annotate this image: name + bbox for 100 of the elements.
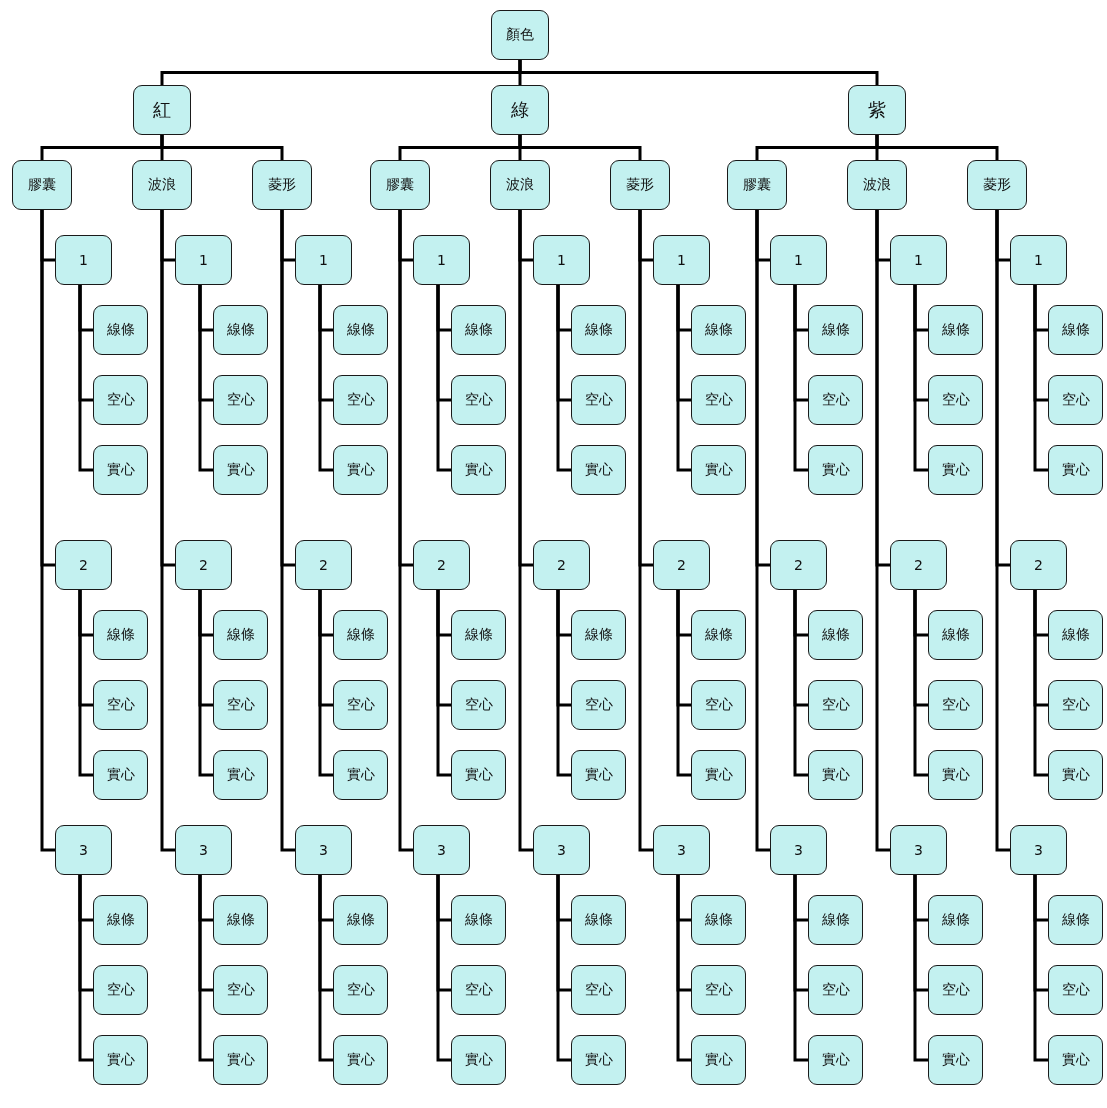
tree-box: 線條	[451, 305, 506, 355]
connector-line	[78, 875, 93, 1062]
tree-box: 2	[653, 540, 710, 590]
tree-box: 實心	[691, 445, 746, 495]
tree-box: 2	[1010, 540, 1067, 590]
connector-line	[518, 210, 533, 852]
tree-box: 實心	[93, 445, 148, 495]
connector-line	[913, 875, 928, 1062]
tree-box: 3	[890, 825, 947, 875]
connector-line	[556, 285, 571, 472]
tree-box: 線條	[928, 895, 983, 945]
tree-box: 線條	[1048, 305, 1103, 355]
tree-box: 線條	[571, 305, 626, 355]
tree-box: 2	[533, 540, 590, 590]
tree-box: 2	[770, 540, 827, 590]
connector-line	[1033, 875, 1048, 1062]
tree-box: 線條	[1048, 895, 1103, 945]
tree-box: 空心	[451, 965, 506, 1015]
tree-box: 紫	[848, 85, 906, 135]
tree-box: 3	[770, 825, 827, 875]
connector-line	[436, 875, 451, 1062]
connector-line	[518, 135, 642, 160]
tree-box: 線條	[93, 895, 148, 945]
tree-box: 膠囊	[727, 160, 787, 210]
connector-line	[318, 590, 333, 777]
connector-line	[198, 285, 213, 472]
tree-box: 實心	[571, 750, 626, 800]
tree-box: 菱形	[252, 160, 312, 210]
tree-box: 空心	[808, 965, 863, 1015]
tree-box: 紅	[133, 85, 191, 135]
tree-box: 實心	[93, 1035, 148, 1085]
connector-line	[676, 285, 691, 472]
tree-box: 空心	[691, 965, 746, 1015]
connector-line	[556, 875, 571, 1062]
tree-box: 1	[175, 235, 232, 285]
tree-box: 實心	[571, 445, 626, 495]
tree-box: 線條	[333, 305, 388, 355]
connector-line	[280, 210, 295, 852]
connector-line	[793, 875, 808, 1062]
tree-box: 線條	[1048, 610, 1103, 660]
tree-box: 實心	[1048, 1035, 1103, 1085]
tree-box: 波浪	[490, 160, 550, 210]
tree-box: 線條	[808, 305, 863, 355]
connector-line	[398, 210, 413, 852]
tree-box: 空心	[93, 680, 148, 730]
tree-box: 空心	[333, 680, 388, 730]
connector-line	[160, 210, 175, 852]
tree-box: 空心	[93, 965, 148, 1015]
tree-box: 空心	[571, 680, 626, 730]
connector-line	[755, 210, 770, 852]
tree-box: 空心	[333, 965, 388, 1015]
tree-box: 空心	[213, 965, 268, 1015]
tree-box: 線條	[213, 895, 268, 945]
tree-box: 空心	[928, 375, 983, 425]
tree-box: 綠	[491, 85, 549, 135]
connector-line	[198, 590, 213, 777]
connector-line	[436, 285, 451, 472]
tree-box: 膠囊	[12, 160, 72, 210]
connector-line	[78, 285, 93, 472]
tree-box: 線條	[213, 305, 268, 355]
tree-box: 1	[890, 235, 947, 285]
tree-box: 波浪	[847, 160, 907, 210]
tree-box: 線條	[691, 305, 746, 355]
tree-box: 線條	[451, 895, 506, 945]
tree-box: 空心	[808, 375, 863, 425]
tree-box: 實心	[808, 750, 863, 800]
tree-box: 空心	[1048, 965, 1103, 1015]
tree-box: 實心	[808, 1035, 863, 1085]
connector-line	[40, 210, 55, 852]
tree-box: 1	[1010, 235, 1067, 285]
tree-box: 1	[533, 235, 590, 285]
tree-box: 空心	[213, 375, 268, 425]
tree-box: 實心	[808, 445, 863, 495]
connector-line	[198, 875, 213, 1062]
connector-line	[676, 590, 691, 777]
tree-box: 1	[295, 235, 352, 285]
connector-line	[160, 135, 284, 160]
tree-box: 實心	[213, 1035, 268, 1085]
tree-box: 實心	[691, 1035, 746, 1085]
tree-box: 實心	[333, 750, 388, 800]
connector-line	[78, 590, 93, 777]
tree-box: 線條	[333, 895, 388, 945]
connector-line	[793, 285, 808, 472]
connector-line	[1033, 590, 1048, 777]
connector-line	[318, 875, 333, 1062]
tree-box: 實心	[691, 750, 746, 800]
tree-box: 3	[1010, 825, 1067, 875]
tree-box: 線條	[928, 305, 983, 355]
tree-box: 3	[533, 825, 590, 875]
tree-box: 空心	[213, 680, 268, 730]
connector-line	[913, 285, 928, 472]
connector-line	[556, 590, 571, 777]
tree-box: 線條	[93, 610, 148, 660]
tree-box: 空心	[928, 965, 983, 1015]
tree-box: 線條	[451, 610, 506, 660]
tree-box: 線條	[571, 895, 626, 945]
connector-line	[518, 60, 879, 85]
tree-box: 線條	[93, 305, 148, 355]
connector-line	[875, 210, 890, 852]
tree-box: 空心	[691, 680, 746, 730]
